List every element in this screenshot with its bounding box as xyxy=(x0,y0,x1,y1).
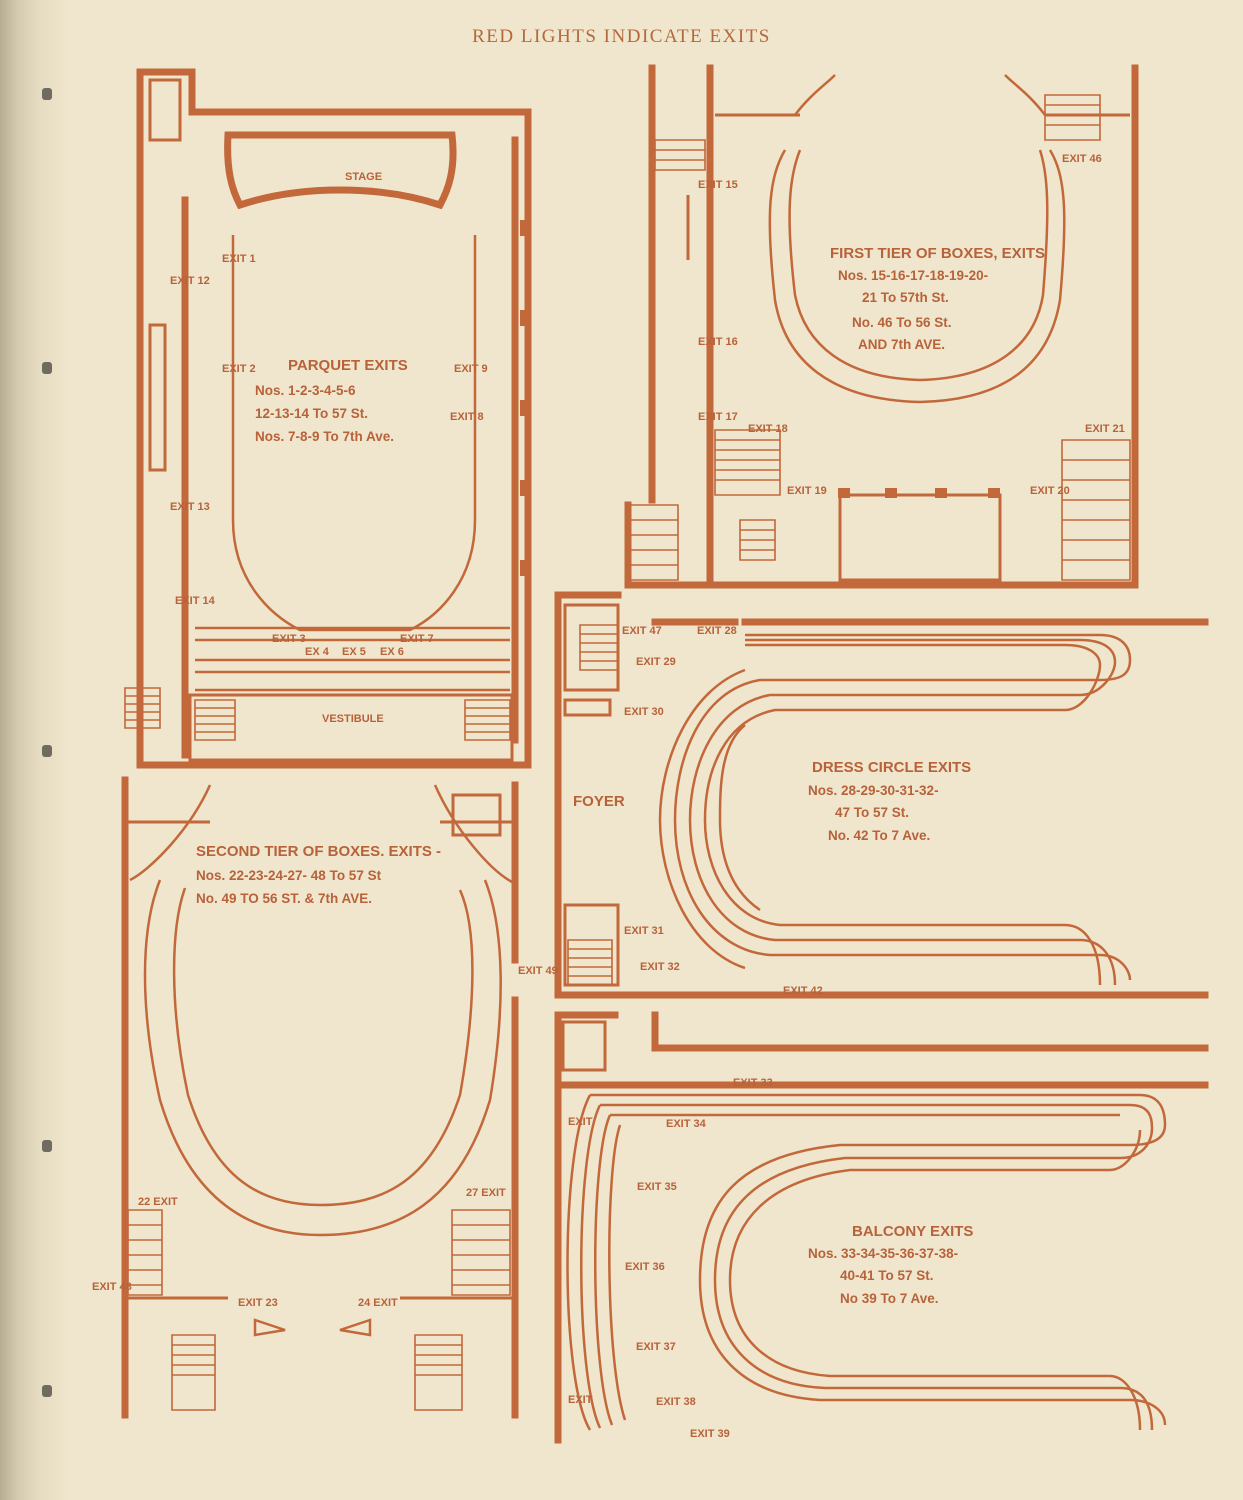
parquet-line-2: 12-13-14 To 57 St. xyxy=(255,406,368,421)
second-tier-title: SECOND TIER OF BOXES. EXITS - xyxy=(196,843,441,860)
binder-hole xyxy=(42,1140,52,1152)
balcony-title: BALCONY EXITS xyxy=(852,1223,973,1240)
dress-circle-title: DRESS CIRCLE EXITS xyxy=(812,759,971,776)
second-tier-plan: SECOND TIER OF BOXES. EXITS - Nos. 22-23… xyxy=(92,776,558,1419)
binder-hole xyxy=(42,88,52,100)
exit-49-label: EXIT 49 xyxy=(518,965,558,977)
exit-39-label: EXIT 39 xyxy=(690,1428,730,1440)
exit-14-label: EXIT 14 xyxy=(175,595,216,607)
first-tier-plan: FIRST TIER OF BOXES, EXITS Nos. 15-16-17… xyxy=(624,64,1139,589)
exit-2-label: EXIT 2 xyxy=(222,363,256,375)
exit-6-label: EX 6 xyxy=(380,646,404,658)
binder-hole xyxy=(42,745,52,757)
exit-37-label: EXIT 37 xyxy=(636,1341,676,1353)
exit-4-label: EX 4 xyxy=(305,646,330,658)
exit-1-label: EXIT 1 xyxy=(222,253,256,265)
first-tier-line-3: No. 46 To 56 St. xyxy=(852,315,952,330)
exit-8-label: EXIT 8 xyxy=(450,411,484,423)
exit-21-label: EXIT 21 xyxy=(1085,423,1125,435)
balcony-plan: BALCONY EXITS Nos. 33-34-35-36-37-38- 40… xyxy=(554,1011,1209,1444)
stage-outline xyxy=(224,131,457,210)
parquet-line-3: Nos. 7-8-9 To 7th Ave. xyxy=(255,429,394,444)
dress-circle-line-1: Nos. 28-29-30-31-32- xyxy=(808,783,939,798)
second-tier-boxes xyxy=(143,879,502,1237)
balcony-line-3: No 39 To 7 Ave. xyxy=(840,1291,939,1306)
page-header: RED LIGHTS INDICATE EXITS xyxy=(472,26,771,47)
exit-33-label: EXIT 33 xyxy=(733,1077,773,1089)
exit-13-label: EXIT 13 xyxy=(170,501,210,513)
exit-28-label: EXIT 28 xyxy=(697,625,737,637)
exit-29-label: EXIT 29 xyxy=(636,656,676,668)
exit-38-label: EXIT 38 xyxy=(656,1396,696,1408)
second-tier-line-1: Nos. 22-23-24-27- 48 To 57 St xyxy=(196,868,382,883)
binding-edge xyxy=(0,0,70,1500)
exit-20-label: EXIT 20 xyxy=(1030,485,1070,497)
binder-hole xyxy=(42,1385,52,1397)
first-tier-line-4: AND 7th AVE. xyxy=(858,337,945,352)
exit-32-label: EXIT 32 xyxy=(640,961,680,973)
dress-circle-line-2: 47 To 57 St. xyxy=(835,805,909,820)
exit-12-label: EXIT 12 xyxy=(170,275,210,287)
parquet-floor-outline xyxy=(231,235,477,632)
binder-hole xyxy=(42,362,52,374)
exit-18-label: EXIT 18 xyxy=(748,423,788,435)
first-tier-title: FIRST TIER OF BOXES, EXITS xyxy=(830,245,1045,262)
parquet-title: PARQUET EXITS xyxy=(288,357,408,374)
foyer-label: FOYER xyxy=(573,793,625,810)
exit-42-label: EXIT 42 xyxy=(783,985,823,997)
exit-17-label: EXIT 17 xyxy=(698,411,738,423)
exit-47-label: EXIT 47 xyxy=(622,625,662,637)
first-tier-line-2: 21 To 57th St. xyxy=(862,290,949,305)
second-tier-line-2: No. 49 TO 56 ST. & 7th AVE. xyxy=(196,891,372,906)
exit-16-label: EXIT 16 xyxy=(698,336,738,348)
exit-7-label: EXIT 7 xyxy=(400,633,434,645)
exit-34-label: EXIT 34 xyxy=(666,1118,707,1130)
exit-46-label: EXIT 46 xyxy=(1062,153,1102,165)
exit-35-label: EXIT 35 xyxy=(637,1181,677,1193)
balcony-line-1: Nos. 33-34-35-36-37-38- xyxy=(808,1246,958,1261)
vestibule-label: VESTIBULE xyxy=(322,713,384,725)
first-tier-boxes xyxy=(768,149,1066,404)
exit-31-label: EXIT 31 xyxy=(624,925,664,937)
exit-24-label: 24 EXIT xyxy=(358,1297,398,1309)
exit-19-label: EXIT 19 xyxy=(787,485,827,497)
exit-23-label: EXIT 23 xyxy=(238,1297,278,1309)
exit-22-label: 22 EXIT xyxy=(138,1196,178,1208)
first-tier-line-1: Nos. 15-16-17-18-19-20- xyxy=(838,268,988,283)
exit-27-label: 27 EXIT xyxy=(466,1187,506,1199)
dress-circle-line-3: No. 42 To 7 Ave. xyxy=(828,828,930,843)
parquet-plan: STAGE VESTIBULE PARQUET EXITS Nos. 1-2-3… xyxy=(124,68,532,769)
exit-41-label: EXIT xyxy=(568,1394,593,1406)
exit-40-label: EXIT xyxy=(568,1116,593,1128)
parquet-line-1: Nos. 1-2-3-4-5-6 xyxy=(255,383,356,398)
balcony-line-2: 40-41 To 57 St. xyxy=(840,1268,934,1283)
exit-5-label: EX 5 xyxy=(342,646,366,658)
exit-30-label: EXIT 30 xyxy=(624,706,664,718)
stage-label: STAGE xyxy=(345,171,382,183)
dress-circle-plan: FOYER DRESS CIRCLE EXITS Nos. 28-29-30-3… xyxy=(554,591,1209,999)
exit-48-label: EXIT 48 xyxy=(92,1281,132,1293)
exit-15-label: EXIT 15 xyxy=(698,179,738,191)
exit-36-label: EXIT 36 xyxy=(625,1261,665,1273)
exit-9-label: EXIT 9 xyxy=(454,363,488,375)
exit-3-label: EXIT 3 xyxy=(272,633,306,645)
